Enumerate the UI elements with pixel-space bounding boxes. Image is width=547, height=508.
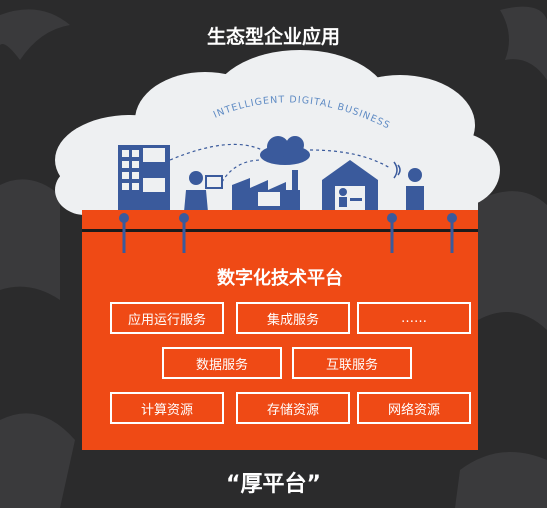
service-box-more: …… — [357, 302, 471, 334]
service-box-data: 数据服务 — [162, 347, 282, 379]
person-presenting-icon — [184, 171, 223, 212]
resource-box-storage: 存储资源 — [236, 392, 350, 424]
platform-title: 数字化技术平台 — [217, 268, 343, 289]
service-box-interconnect: 互联服务 — [292, 347, 412, 379]
resource-box-network: 网络资源 — [357, 392, 471, 424]
digital-platform — [82, 210, 478, 450]
service-box-integration: 集成服务 — [236, 302, 350, 334]
cloud-icon — [260, 136, 310, 165]
home-office-icon — [322, 160, 378, 212]
platform-divider — [82, 229, 478, 232]
person-phone-icon — [393, 161, 424, 212]
building-icon — [118, 145, 170, 212]
footer-title: “厚平台” — [226, 472, 321, 497]
factory-icon — [232, 170, 300, 212]
page-title: 生态型企业应用 — [206, 26, 340, 48]
service-box-app-runtime: 应用运行服务 — [110, 302, 224, 334]
resource-box-compute: 计算资源 — [110, 392, 224, 424]
cloud-illustration: INTELLIGENT DIGITAL BUSINESS — [55, 50, 500, 217]
